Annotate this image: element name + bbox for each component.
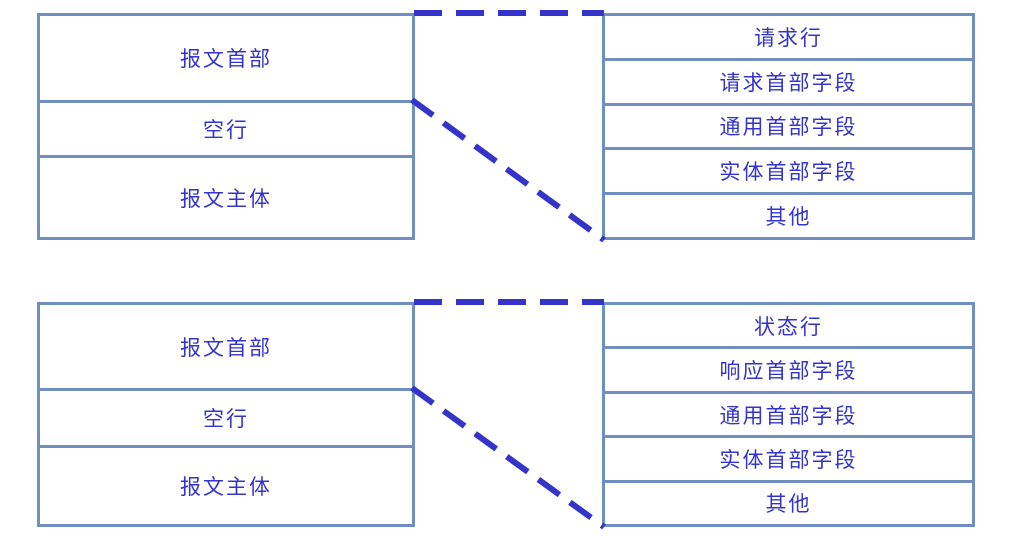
request-header-detail-table: 请求行 请求首部字段 通用首部字段 实体首部字段 其他 [602, 13, 975, 240]
table-row: 其他 [765, 492, 812, 517]
table-row: 实体首部字段 [605, 150, 972, 196]
table-row: 空行 [40, 103, 412, 158]
table-row: 报文主体 [180, 186, 272, 211]
response-header-detail-table: 状态行 响应首部字段 通用首部字段 实体首部字段 其他 [602, 302, 975, 527]
request-structure-table: 报文首部 空行 报文主体 [37, 13, 415, 240]
table-row: 通用首部字段 [605, 106, 972, 151]
table-row: 报文首部 [40, 305, 412, 391]
table-row: 状态行 [605, 305, 972, 350]
response-structure-table: 报文首部 空行 报文主体 [37, 302, 415, 527]
table-row: 空行 [40, 391, 412, 448]
connector-line-request-diagonal [410, 97, 606, 243]
connector-line-response-diagonal [410, 385, 606, 530]
table-row: 通用首部字段 [605, 394, 972, 439]
table-row: 实体首部字段 [605, 438, 972, 483]
table-row: 其他 [765, 205, 812, 230]
table-row: 请求首部字段 [605, 61, 972, 106]
table-row: 请求行 [605, 16, 972, 61]
table-row: 报文首部 [40, 16, 412, 103]
table-row: 响应首部字段 [605, 349, 972, 394]
table-row: 报文主体 [180, 475, 272, 499]
